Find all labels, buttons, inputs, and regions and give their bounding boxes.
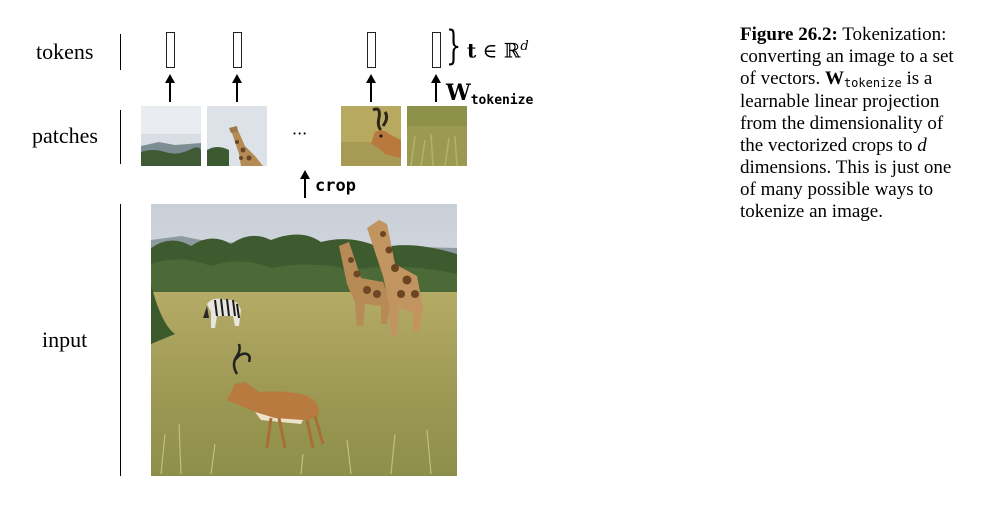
arrow-up-icon	[232, 74, 242, 102]
token-box	[233, 32, 242, 68]
caption-d: d	[917, 135, 927, 156]
giraffe-right	[367, 220, 423, 336]
figure-caption: Figure 26.2: Tokenization: converting an…	[740, 24, 962, 223]
w-subscript: tokenize	[470, 93, 534, 108]
w-symbol: W	[446, 80, 471, 106]
dim-superscript: d	[520, 39, 529, 54]
input-separator	[120, 204, 121, 476]
token-box	[166, 32, 175, 68]
impala	[227, 343, 325, 449]
crop-arrow-icon	[300, 170, 310, 198]
token-brace: }	[446, 23, 462, 69]
patches-label: patches	[32, 123, 98, 148]
figure-label: Figure 26.2:	[740, 24, 838, 45]
caption-w-symbol: W	[824, 68, 844, 89]
token-symbol: t	[467, 38, 477, 63]
input-label: input	[42, 327, 88, 352]
token-box	[367, 32, 376, 68]
arrow-up-icon	[431, 74, 441, 102]
element-of-symbol: ∈	[482, 38, 498, 63]
reals-symbol: ℝ	[503, 38, 521, 63]
arrow-up-icon	[165, 74, 175, 102]
caption-text-1: Tokenization: converting an image to a s…	[740, 24, 954, 89]
token-box	[432, 32, 441, 68]
caption-text-3: dimensions. This is just one of many pos…	[740, 157, 952, 222]
patch-sky	[141, 106, 201, 166]
patch-grass	[407, 106, 467, 166]
w-tokenize-label: Wtokenize	[446, 80, 534, 108]
tokens-separator	[120, 34, 121, 70]
tokens-label: tokens	[36, 39, 94, 64]
patch-impala-head	[341, 106, 401, 166]
zebra	[203, 298, 241, 328]
ellipsis: ···	[292, 124, 308, 143]
patches-separator	[120, 110, 121, 164]
arrow-up-icon	[366, 74, 376, 102]
giraffe-left	[339, 242, 391, 326]
patch-giraffe	[207, 106, 267, 166]
token-space-formula: t ∈ ℝd	[467, 36, 529, 62]
caption-w-subscript: tokenize	[843, 76, 902, 90]
input-image	[151, 204, 457, 476]
crop-label: crop	[315, 176, 356, 196]
caption-text-2: is a learnable linear projection from th…	[740, 68, 944, 156]
